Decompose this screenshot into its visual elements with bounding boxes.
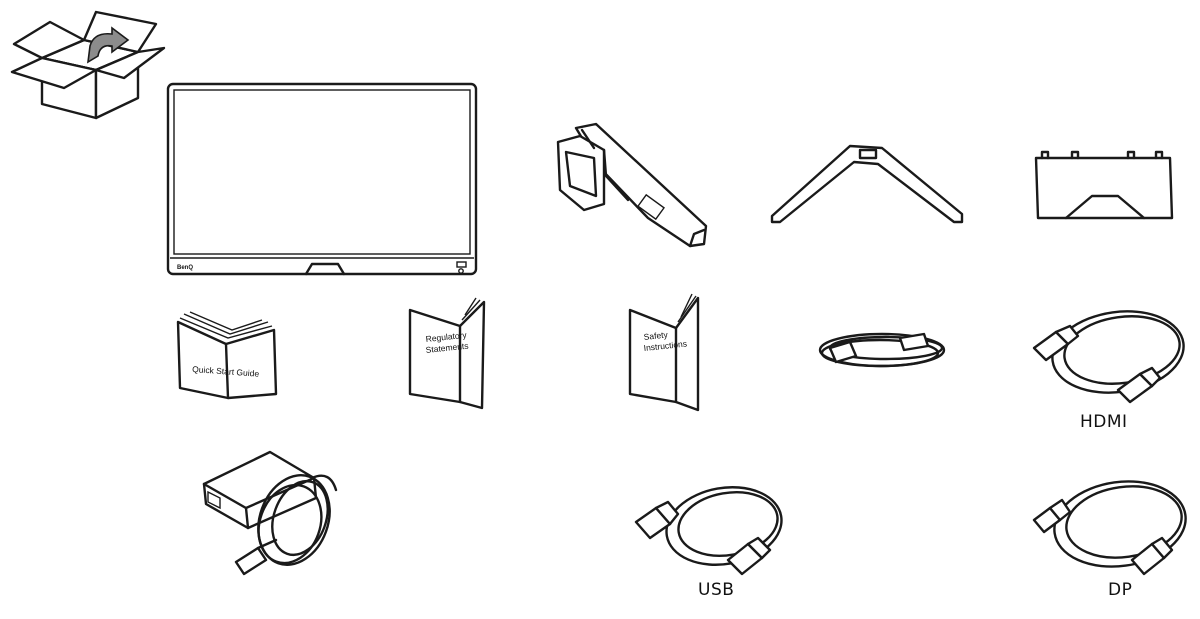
power-adapter-illustration bbox=[202, 450, 338, 576]
hdmi-label: HDMI bbox=[1080, 412, 1128, 432]
monitor-illustration: BenQ bbox=[166, 82, 478, 276]
stand-base-illustration bbox=[770, 144, 964, 224]
safety-label-line1: Safety bbox=[643, 329, 669, 342]
io-cover-illustration bbox=[1034, 150, 1174, 220]
regulatory-statements-booklet: Regulatory Statements bbox=[408, 297, 486, 410]
unbox-icon bbox=[10, 10, 166, 120]
dp-label: DP bbox=[1108, 580, 1133, 600]
stand-column-illustration bbox=[556, 122, 708, 248]
usb-label: USB bbox=[698, 580, 735, 600]
quick-start-guide-booklet: Quick Start Guide bbox=[176, 311, 278, 400]
hdmi-cable-illustration bbox=[1032, 310, 1185, 404]
dp-cable-illustration bbox=[1032, 480, 1187, 576]
safety-label-line2: Instructions bbox=[643, 339, 687, 353]
regulatory-label-line2: Statements bbox=[425, 341, 469, 355]
usb-cable-illustration bbox=[634, 486, 783, 576]
monitor-brand-logo: BenQ bbox=[177, 265, 193, 271]
quick-start-guide-label: Quick Start Guide bbox=[192, 364, 260, 379]
regulatory-label-line1: Regulatory bbox=[425, 330, 468, 344]
safety-instructions-booklet: Safety Instructions bbox=[628, 293, 700, 412]
power-cord-illustration bbox=[818, 332, 946, 368]
